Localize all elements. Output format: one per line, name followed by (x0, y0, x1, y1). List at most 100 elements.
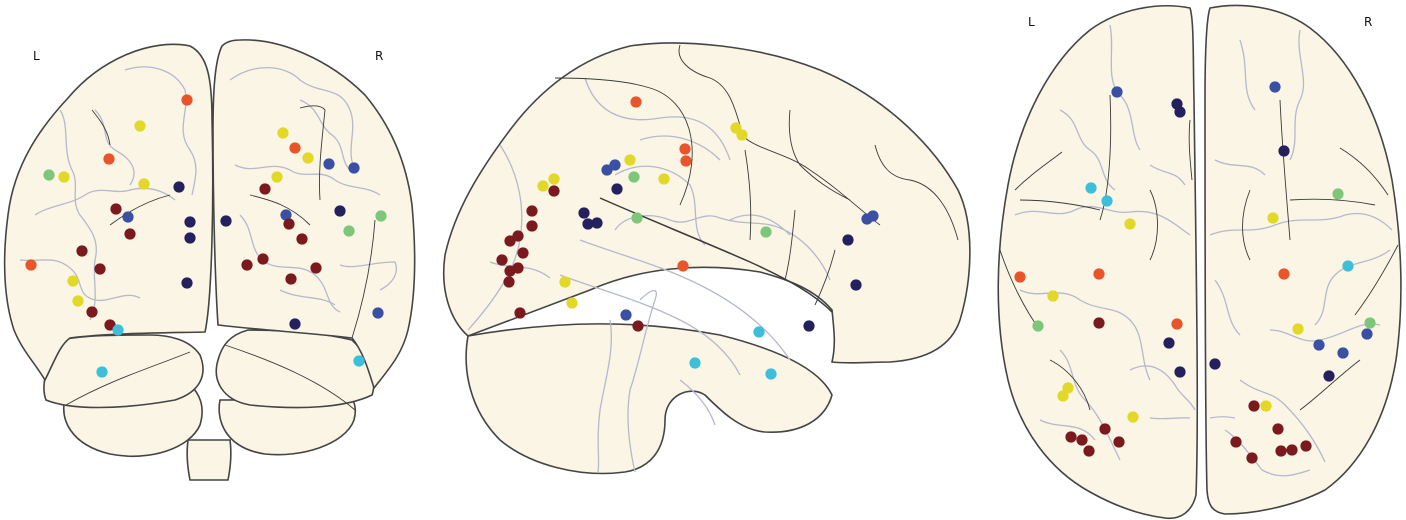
axial-sulcus (1289, 29, 1305, 161)
coronal-marker-yellow (138, 178, 150, 190)
coronal-fissure (91, 109, 111, 146)
sagittal-marker-maroon (526, 220, 538, 232)
axial-marker-maroon (1272, 423, 1284, 435)
coronal-marker-blue (348, 162, 360, 174)
coronal-marker-yellow (67, 275, 79, 287)
axial-marker-navy (1163, 337, 1175, 349)
axial-sulcus (1209, 416, 1236, 419)
axial-marker-yellow (1127, 411, 1139, 423)
axial-hemisphere-right (1204, 4, 1402, 515)
coronal-marker-cyan (112, 324, 124, 336)
coronal-marker-green (375, 210, 387, 222)
sagittal-cortex (442, 42, 971, 364)
sagittal-markers (496, 96, 879, 380)
sagittal-marker-cyan (689, 357, 701, 369)
axial-marker-yellow (1057, 390, 1069, 402)
sagittal-marker-blue (620, 309, 632, 321)
sagittal-marker-navy (803, 320, 815, 332)
sagittal-marker-maroon (504, 265, 516, 277)
coronal-sulcus (34, 187, 176, 216)
axial-marker-navy (1174, 106, 1186, 118)
coronal-fissure (351, 219, 376, 339)
sagittal-fissure (784, 209, 796, 281)
sagittal-marker-orange (679, 143, 691, 155)
sagittal-marker-maroon (496, 254, 508, 266)
axial-left-label: L (1028, 15, 1035, 29)
sagittal-sulcus (584, 77, 731, 161)
axial-marker-navy (1278, 145, 1290, 157)
coronal-sulcus (279, 289, 336, 306)
coronal-markers (25, 94, 387, 378)
coronal-brainstem (186, 439, 232, 481)
axial-marker-yellow (1267, 212, 1279, 224)
sagittal-marker-orange (677, 260, 689, 272)
sagittal-marker-yellow (624, 154, 636, 166)
coronal-marker-orange (181, 94, 193, 106)
sagittal-marker-green (631, 212, 643, 224)
coronal-sulcus (124, 66, 197, 196)
coronal-lower-lobe-left (43, 334, 204, 409)
coronal-marker-blue (323, 158, 335, 170)
axial-sulcus (1314, 249, 1391, 326)
axial-marker-blue (1337, 347, 1349, 359)
sagittal-marker-maroon (512, 230, 524, 242)
sagittal-sulcus (597, 319, 613, 473)
sagittal-marker-cyan (753, 326, 765, 338)
sagittal-marker-yellow (537, 180, 549, 192)
coronal-marker-maroon (283, 218, 295, 230)
coronal-marker-blue (122, 211, 134, 223)
sagittal-marker-cyan (765, 368, 777, 380)
axial-marker-maroon (1076, 434, 1088, 446)
axial-fissure (1354, 244, 1399, 316)
coronal-sulcus (59, 109, 97, 321)
axial-marker-maroon (1230, 436, 1242, 448)
coronal-marker-navy (289, 318, 301, 330)
axial-markers (1014, 81, 1376, 464)
coronal-fissure (109, 194, 171, 226)
coronal-sulcus (299, 99, 351, 171)
axial-marker-orange (1171, 318, 1183, 330)
coronal-marker-yellow (72, 295, 84, 307)
sagittal-marker-navy (582, 218, 594, 230)
axial-sulcus (1059, 349, 1121, 461)
sagittal-marker-navy (578, 207, 590, 219)
coronal-marker-orange (25, 259, 37, 271)
axial-sulcus (1129, 365, 1196, 411)
axial-fissure (1049, 359, 1091, 411)
axial-marker-maroon (1065, 431, 1077, 443)
coronal-marker-cyan (96, 366, 108, 378)
axial-marker-blue (1361, 328, 1373, 340)
coronal-marker-green (43, 169, 55, 181)
sagittal-marker-blue (861, 213, 873, 225)
coronal-marker-maroon (76, 245, 88, 257)
axial-marker-blue (1111, 86, 1123, 98)
coronal-marker-maroon (259, 183, 271, 195)
coronal-marker-yellow (277, 127, 289, 139)
coronal-marker-navy (181, 277, 193, 289)
axial-sulcus (1239, 379, 1326, 463)
coronal-left-label: L (33, 49, 40, 63)
axial-marker-cyan (1085, 182, 1097, 194)
sagittal-marker-maroon (504, 235, 516, 247)
coronal-sulcus (19, 259, 141, 302)
sagittal-cerebellum (465, 323, 833, 475)
sagittal-marker-green (760, 226, 772, 238)
sagittal-fissure (678, 44, 741, 126)
sagittal-fissure (744, 137, 881, 226)
axial-marker-navy (1174, 366, 1186, 378)
sagittal-marker-yellow (548, 173, 560, 185)
coronal-marker-maroon (110, 203, 122, 215)
axial-marker-green (1332, 188, 1344, 200)
axial-marker-navy (1323, 370, 1335, 382)
sagittal-marker-orange (680, 155, 692, 167)
coronal-right-label: R (375, 49, 383, 63)
sagittal-marker-blue (601, 164, 613, 176)
axial-marker-cyan (1101, 195, 1113, 207)
sagittal-marker-maroon (526, 205, 538, 217)
axial-marker-maroon (1093, 317, 1105, 329)
coronal-marker-maroon (86, 306, 98, 318)
sagittal-fissure (554, 77, 693, 206)
axial-marker-yellow (1260, 400, 1272, 412)
coronal-marker-navy (334, 205, 346, 217)
sagittal-marker-blue (609, 159, 621, 171)
